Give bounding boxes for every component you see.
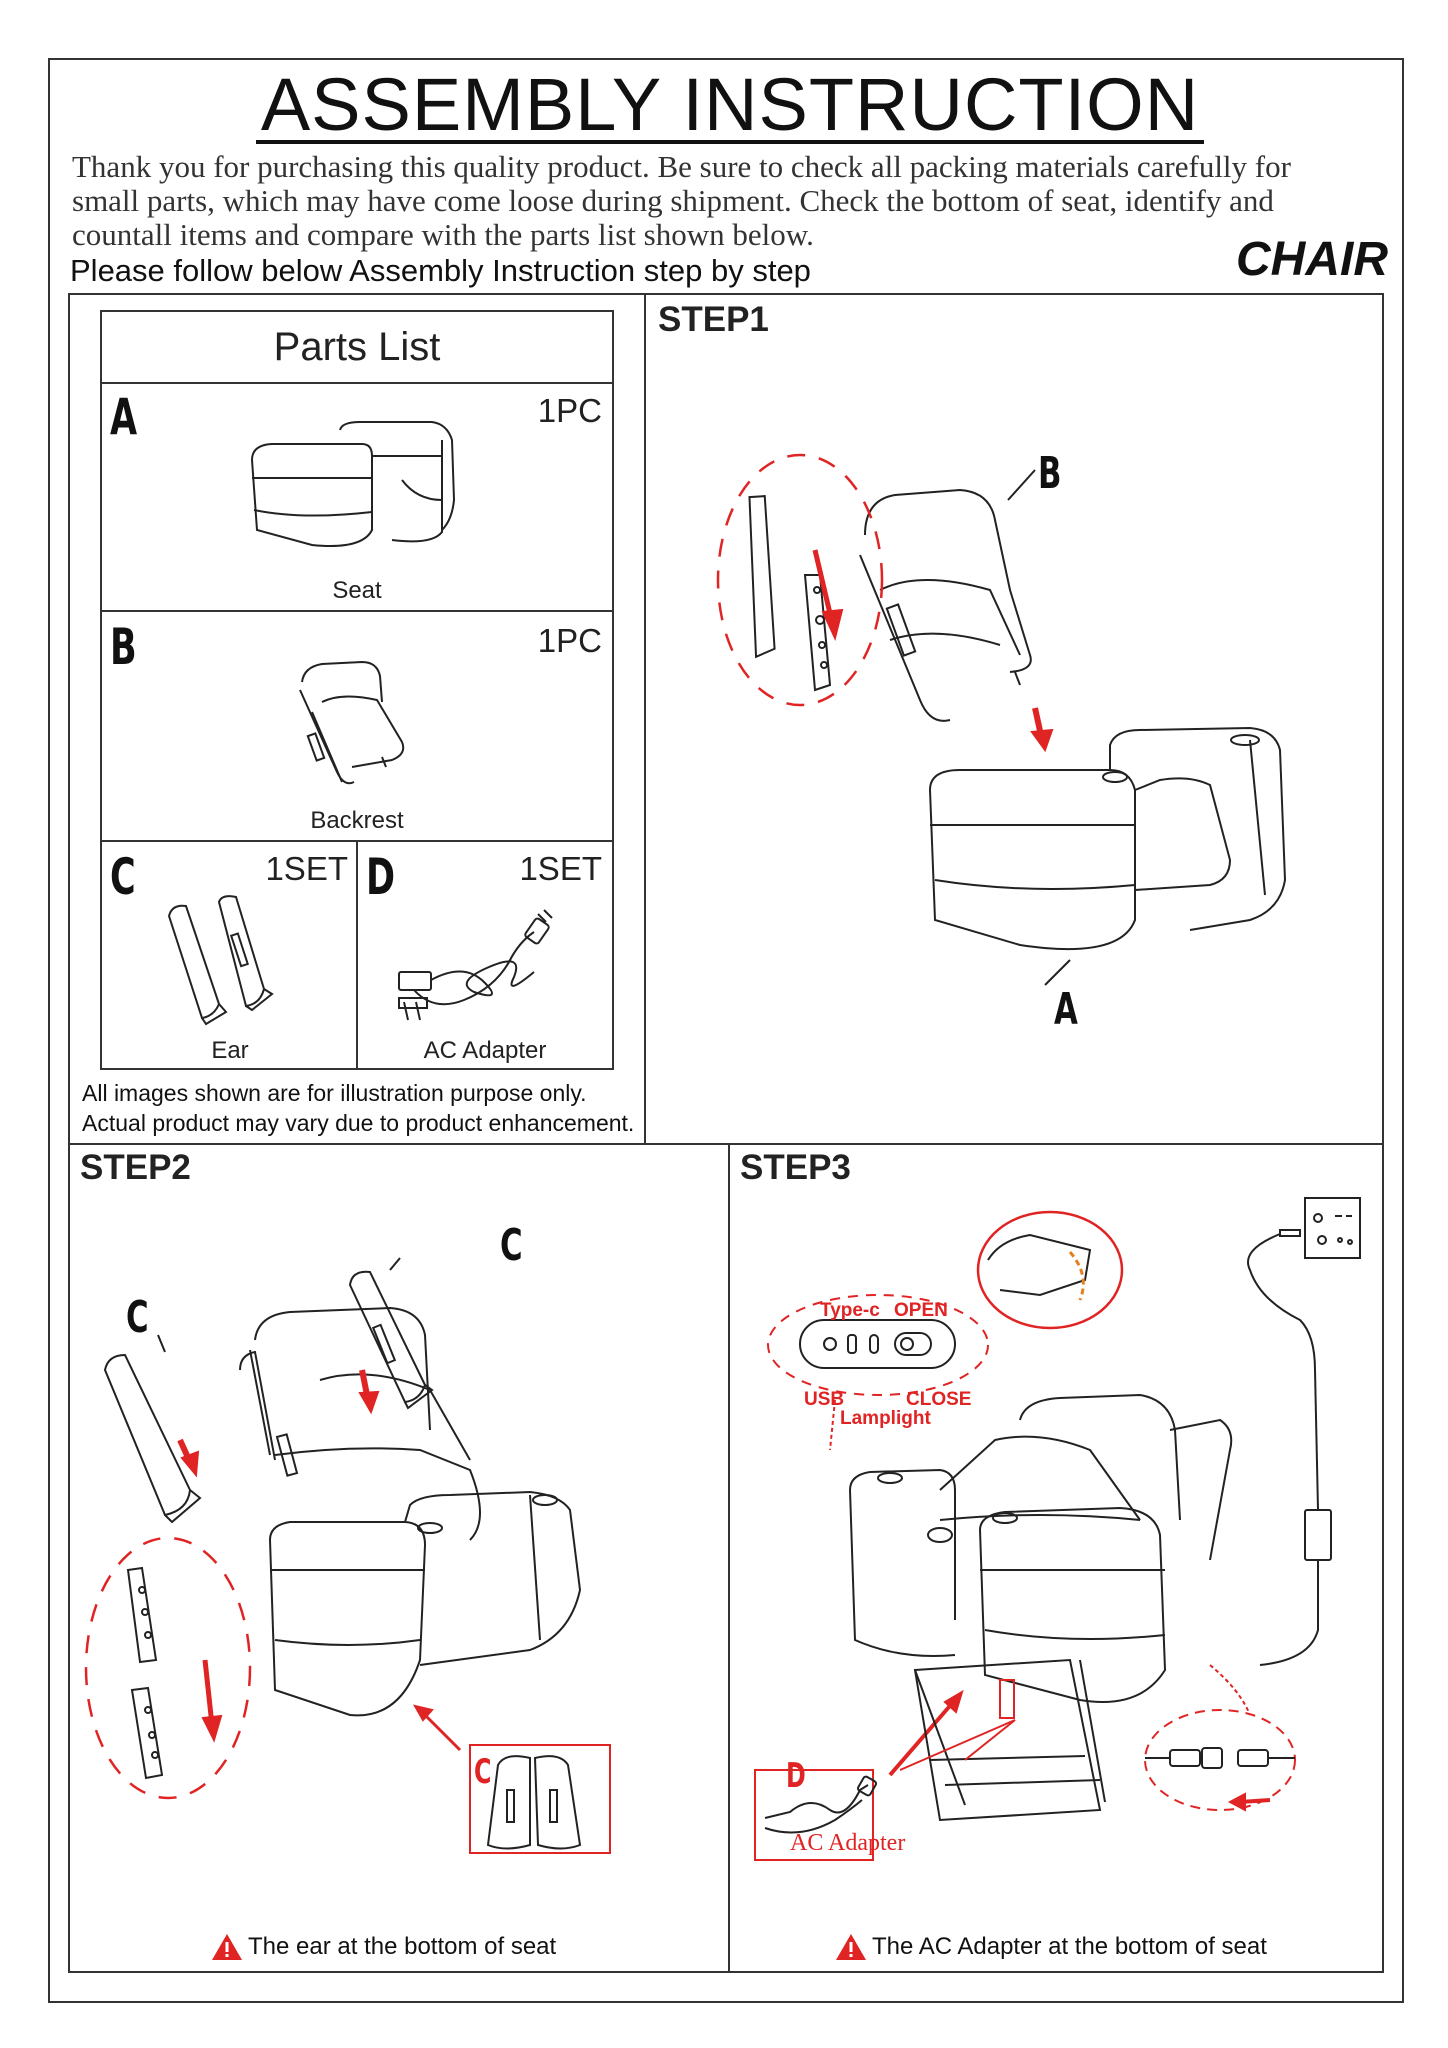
part-d-letter: D [366,848,396,906]
part-d-qty: 1SET [519,850,602,887]
product-label: CHAIR [1236,233,1388,286]
part-c-caption: Ear [211,1037,249,1064]
step2-illustration [84,1257,611,1854]
part-c-cell: C 1SET Ear [102,842,358,1070]
part-d-caption: AC Adapter [423,1037,547,1064]
part-a-qty: 1PC [537,392,602,429]
step3-adapter-label: AC Adapter [790,1830,906,1856]
step3-warning: The AC Adapter at the bottom of seat [834,1932,1267,1962]
part-c-qty: 1SET [265,850,348,887]
intro-line-1: Thank you for purchasing this quality pr… [72,149,1291,184]
part-d-cell: D 1SET AC Adapter [358,842,612,1070]
part-a-cell: A 1PC Seat [102,382,612,612]
step2-label-c-box: C [474,1752,492,1792]
step2-warning: The ear at the bottom of seat [210,1932,556,1962]
part-b-cell: B 1PC Backrest [102,612,612,842]
title-underline [256,140,1204,144]
warning-icon [836,1934,866,1960]
step3-illustration [754,1197,1361,1861]
part-a-caption: Seat [332,577,382,604]
disclaimer-note: All images shown are for illustration pu… [82,1078,634,1138]
label-usb: USB [804,1389,845,1410]
parts-list-title: Parts List [102,312,612,384]
step1-illustration [716,453,1287,986]
intro-text: Thank you for purchasing this quality pr… [72,150,1372,252]
step1-label-b: B [1038,448,1062,499]
seat-illustration [250,421,456,547]
page-title: ASSEMBLY INSTRUCTION [260,63,1200,146]
step3-title: STEP3 [740,1148,851,1187]
part-b-qty: 1PC [537,622,602,659]
label-lamplight: Lamplight [840,1408,931,1429]
warning-icon [212,1934,242,1960]
disclaimer-line-2: Actual product may vary due to product e… [82,1110,635,1136]
disclaimer-line-1: All images shown are for illustration pu… [82,1080,587,1106]
step2-title: STEP2 [80,1148,191,1187]
part-b-caption: Backrest [310,807,404,834]
intro-line-3: countall items and compare with the part… [72,217,814,252]
intro-line-2: small parts, which may have come loose d… [72,183,1274,218]
label-close: CLOSE [906,1389,972,1410]
part-a-letter: A [110,388,138,446]
page-frame [48,58,1404,2003]
step1-label-a: A [1054,984,1078,1035]
backrest-illustration [299,660,405,785]
follow-instruction: Please follow below Assembly Instruction… [70,253,811,288]
label-open: OPEN [894,1300,948,1321]
step3-label-d: D [786,1756,806,1796]
step1-divider [644,293,646,1145]
step2-warning-text: The ear at the bottom of seat [248,1933,557,1960]
label-type-c: Type-c [820,1300,880,1321]
ear-illustration [167,895,274,1026]
part-c-letter: C [110,848,136,906]
ac-adapter-illustration [398,909,553,1021]
step1-title: STEP1 [658,300,769,339]
step3-warning-text: The AC Adapter at the bottom of seat [872,1933,1267,1960]
parts-list: Parts List A 1PC Seat B 1PC Backrest [100,310,614,1070]
step2-label-c-left: C [126,1292,149,1343]
step2-label-c-right: C [500,1220,523,1271]
step3-section [728,1143,1384,1973]
part-b-letter: B [110,618,137,676]
